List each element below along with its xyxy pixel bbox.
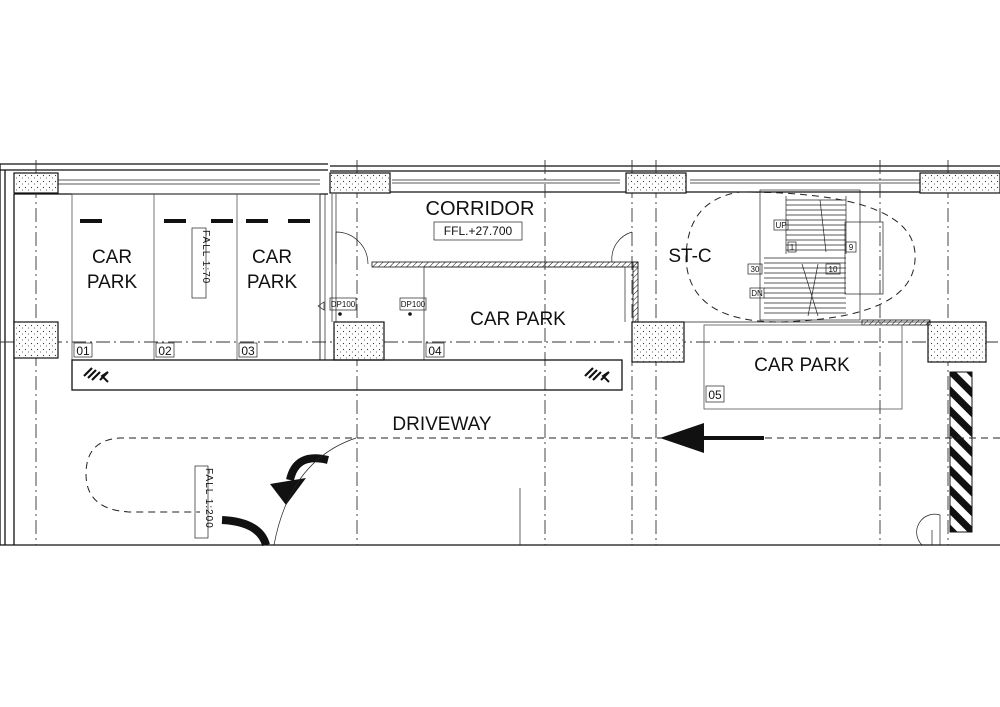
corridor-walls [331, 194, 639, 360]
car-park-label-3: CAR PARK [470, 309, 566, 330]
car-park-label-4: CAR PARK [754, 355, 850, 376]
barrier-stripes [916, 371, 973, 546]
driveway-route [85, 437, 1000, 545]
bay-number-05: 05 [708, 388, 722, 402]
stair-label: ST-C [668, 246, 711, 267]
stair-treads [764, 196, 847, 317]
corridor-level: FFL.+27.700 [444, 224, 513, 238]
bay-number-01: 01 [76, 344, 90, 358]
level-tag-box [433, 221, 523, 241]
car-park-label-2a: CAR [252, 247, 292, 268]
stair-tag-up: UP [775, 221, 786, 230]
car-park-label-1b: PARK [87, 272, 138, 293]
stair-tag-10: 10 [829, 265, 838, 274]
door-tag-2: DP100 [401, 300, 426, 309]
door-tag-1: DP100 [331, 300, 356, 309]
corridor-label: CORRIDOR [426, 198, 535, 220]
curve-line [273, 437, 357, 546]
bay-number-03: 03 [241, 344, 255, 358]
pedestrian-crossing-icon [584, 367, 610, 383]
car-park-label-2b: PARK [247, 272, 298, 293]
bay-tags [73, 342, 725, 403]
pedestrian-walkway [71, 359, 623, 391]
car-park-label-1a: CAR [92, 247, 132, 268]
turn-arrow-icon [270, 454, 329, 505]
columns [13, 172, 1000, 363]
fall-label-lower: FALL 1:200 [203, 468, 214, 529]
fall-box-lower [194, 465, 209, 539]
car-park-bay-right [703, 324, 903, 410]
fall-label-upper: FALL 1:70 [200, 230, 211, 284]
pedestrian-crossing-icon [83, 367, 109, 383]
stair-tag-boxes [747, 219, 857, 299]
stair-tag-1: 1 [790, 243, 795, 252]
outer-walls [0, 163, 1000, 546]
turn-arrow-icon [221, 516, 270, 547]
driveway-label: DRIVEWAY [392, 414, 492, 435]
grid-lines [0, 160, 1000, 545]
bay-number-04: 04 [428, 344, 442, 358]
stair-core [684, 189, 931, 326]
fall-box-upper [191, 227, 207, 299]
stair-tag-9: 9 [849, 243, 854, 252]
stair-tag-30: 30 [751, 265, 760, 274]
stair-tag-dn: DN [751, 289, 763, 298]
door-tags [317, 297, 427, 316]
bay-number-02: 02 [158, 344, 172, 358]
direction-arrow-icon [660, 423, 764, 453]
